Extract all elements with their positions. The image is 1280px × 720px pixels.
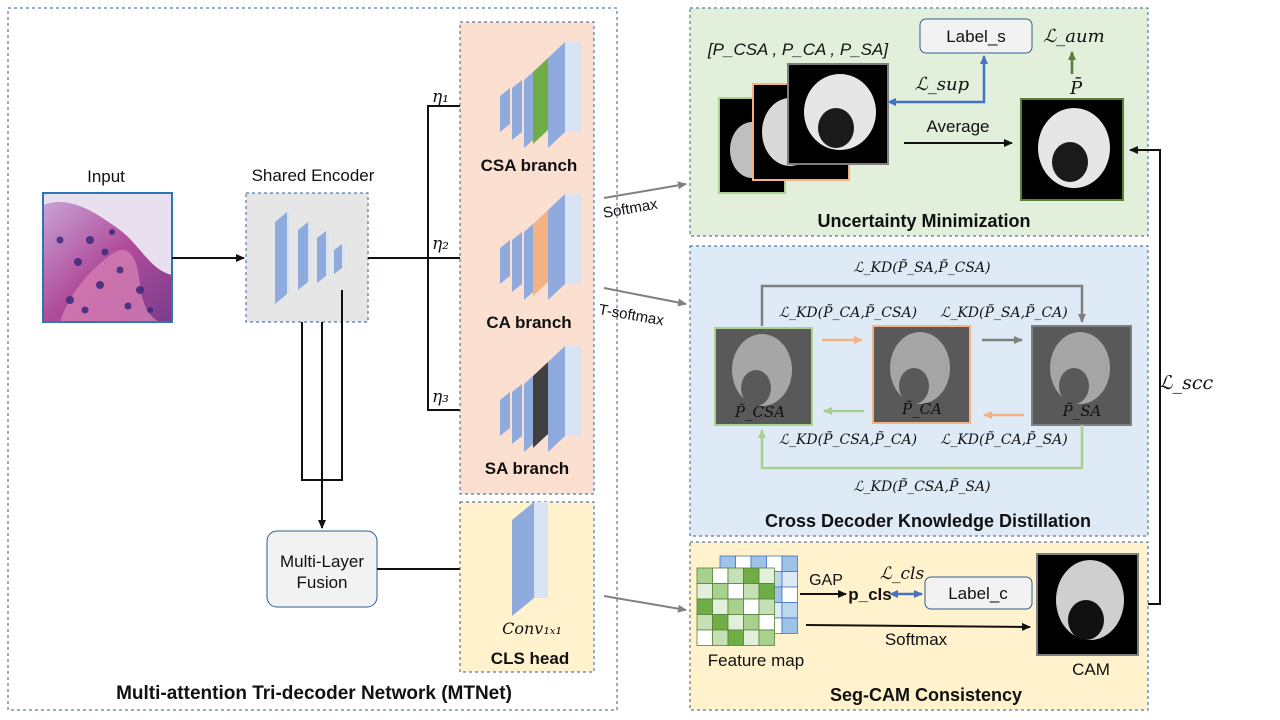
feature-map-label: Feature map <box>708 651 804 670</box>
cls-head-label: CLS head <box>491 649 569 668</box>
feature-map-grid <box>696 555 798 646</box>
p-sa-image <box>1031 325 1132 426</box>
kd-bottom-arrow <box>758 425 1084 470</box>
csa-branch-label: CSA branch <box>481 156 578 175</box>
prediction-stack <box>718 63 889 194</box>
csa-decoder-icon <box>500 42 581 148</box>
p-bar-label: P̄ <box>1069 76 1083 99</box>
tsoftmax-label: T-softmax <box>597 301 665 329</box>
label-c-text: Label_c <box>948 584 1008 603</box>
encoder-layers-icon <box>275 212 345 304</box>
uncertainty-title: Uncertainty Minimization <box>817 211 1030 231</box>
input-image <box>42 192 173 323</box>
p-ca-image <box>872 325 971 424</box>
fusion-label-2: Fusion <box>296 573 347 592</box>
gap-label: GAP <box>809 572 843 589</box>
kd-ca-sa-label: ℒ_KD(P̃_CA,P̃_SA) <box>940 430 1068 448</box>
sup-arrow <box>887 55 988 106</box>
mtnet-frame <box>7 7 618 711</box>
ca-decoder-icon <box>500 194 581 300</box>
cls-to-segcam-arrow <box>603 595 687 613</box>
kd-sa-ca-label: ℒ_KD(P̃_SA,P̃_CA) <box>940 303 1068 321</box>
sa-branch-label: SA branch <box>485 459 569 478</box>
predictions-label: [P_CSA , P_CA , P_SA] <box>707 40 889 59</box>
l-sup-label: ℒ_sup <box>915 74 970 95</box>
cam-image <box>1036 553 1139 656</box>
average-label: Average <box>926 117 989 136</box>
eta2-label: η₂ <box>432 234 449 254</box>
cam-label: CAM <box>1072 660 1110 679</box>
p-sa-label: P̃_SA <box>1062 402 1102 420</box>
scc-connector <box>1129 146 1161 608</box>
kd-ca-csa-label: ℒ_KD(P̃_CA,P̃_CSA) <box>779 303 917 321</box>
conv-label: Conv₁ₓ₁ <box>502 619 562 638</box>
kd-top-label: ℒ_KD(P̃_SA,P̃_CSA) <box>853 258 990 276</box>
encoder-to-fusion-lines <box>301 290 343 529</box>
cls-conv-icon <box>512 502 548 616</box>
l-scc-label: ℒ_scc <box>1159 372 1214 394</box>
encoder-label: Shared Encoder <box>252 166 375 185</box>
softmax-arrow <box>603 181 687 199</box>
average-prediction-image <box>1020 98 1124 201</box>
softmax-label: Softmax <box>602 196 660 222</box>
mtnet-title: Multi-attention Tri-decoder Network (MTN… <box>116 683 512 704</box>
kd-top-arrow <box>760 284 1086 326</box>
sa-decoder-icon <box>500 346 581 452</box>
p-cls-label: p_cls <box>848 585 891 604</box>
eta3-label: η₃ <box>432 387 449 407</box>
segcam-softmax-label: Softmax <box>885 630 948 649</box>
input-label: Input <box>87 167 125 186</box>
kd-bottom-label: ℒ_KD(P̃_CSA,P̃_SA) <box>853 477 990 495</box>
p-csa-image <box>714 327 813 426</box>
kd-title: Cross Decoder Knowledge Distillation <box>765 511 1091 531</box>
label-s-box <box>919 18 1033 54</box>
p-csa-label: P̃_CSA <box>734 403 785 421</box>
eta1-label: η₁ <box>432 87 449 107</box>
kd-csa-ca-label: ℒ_KD(P̃_CSA,P̃_CA) <box>779 430 917 448</box>
l-cls-label: ℒ_cls <box>880 564 925 584</box>
label-c-box <box>924 576 1033 610</box>
softmax-cam-arrow <box>805 622 1031 631</box>
segcam-title: Seg-CAM Consistency <box>830 685 1022 705</box>
tsoftmax-arrow <box>603 287 687 307</box>
l-aum-label: ℒ_aum <box>1043 26 1104 47</box>
fusion-label-1: Multi-Layer <box>280 552 364 571</box>
label-s-text: Label_s <box>946 27 1006 46</box>
ca-branch-label: CA branch <box>486 313 571 332</box>
p-ca-label: P̃_CA <box>901 400 942 418</box>
